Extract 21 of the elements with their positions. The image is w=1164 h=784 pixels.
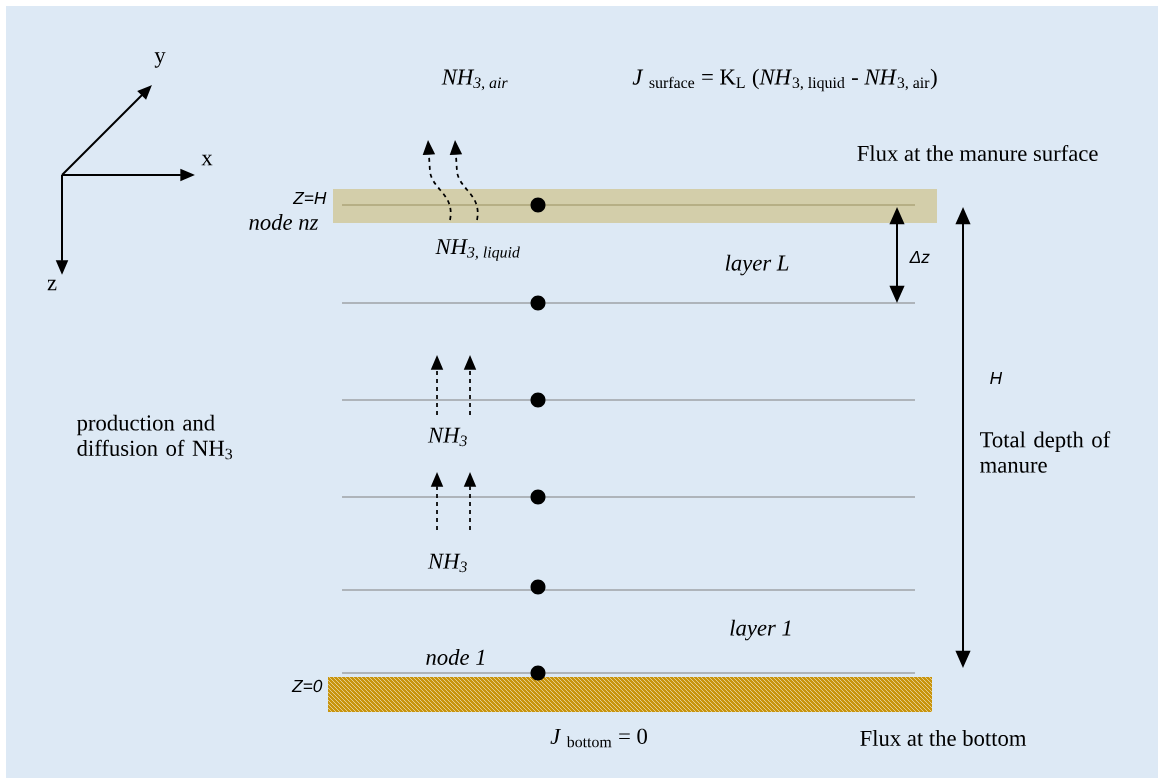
label-text: NH$_{3}$ (427, 427, 467, 447)
label-text: Δz (909, 251, 930, 263)
label-text: J $_{bottom}$ = 0 (550, 728, 647, 748)
label-text: layer L (725, 254, 789, 276)
label-text: Z=H (292, 192, 327, 204)
label-text: H (990, 372, 1003, 384)
label-text: node 1 (426, 649, 485, 665)
label-text: production and diffusion of NH$_{3}$ (76, 414, 233, 460)
label-text: layer 1 (730, 619, 791, 641)
label-text: Z=0 (291, 679, 323, 693)
label-text: NH$_{3}$ (427, 553, 467, 573)
label-text: NH$_{3, liquid}$ (435, 239, 520, 261)
label-text: Flux at the bottom (860, 730, 1027, 746)
label-text: J $_{surface}$ = K$_{L}$ (NH$_{3, liquid}$ - NH$_{3, air}$) (632, 68, 937, 92)
label-text: node nz (249, 214, 319, 230)
label-text: x (201, 154, 213, 166)
label-text: Flux at the manure surface (857, 144, 1098, 162)
label-text: z (47, 279, 57, 291)
label-text: NH$_{3, air}$ (441, 69, 508, 91)
label-text: y (154, 52, 166, 68)
label-text: Total depth of manure (980, 431, 1111, 473)
